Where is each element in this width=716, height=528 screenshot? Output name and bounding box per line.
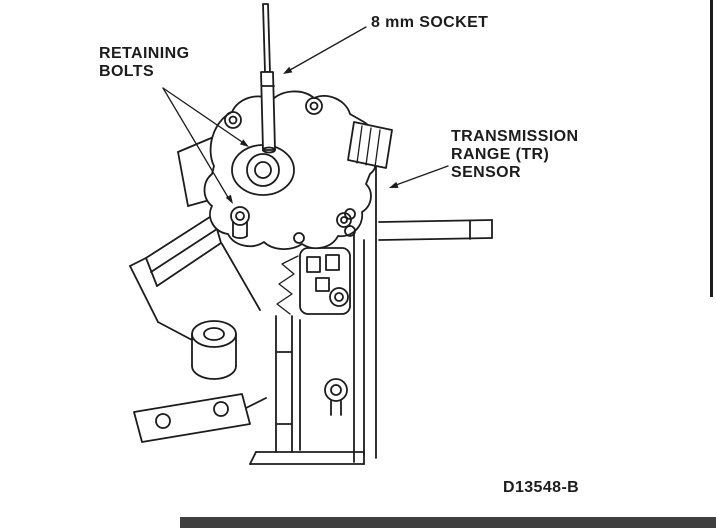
retaining-bolts-leaders bbox=[162, 87, 249, 204]
right-edge-line bbox=[710, 0, 713, 297]
figure-id-text: D13548-B bbox=[503, 479, 580, 496]
mounting-bracket bbox=[133, 393, 267, 443]
threaded-boss bbox=[191, 320, 237, 380]
electrical-connector bbox=[276, 247, 351, 315]
label-8mm-socket: 8 mm SOCKET bbox=[371, 14, 489, 31]
label-retaining-bolts: RETAINING BOLTS bbox=[99, 45, 190, 80]
tr-sensor-arrow bbox=[389, 165, 449, 188]
label-tr-sensor: TRANSMISSION RANGE (TR) SENSOR bbox=[451, 128, 579, 181]
bottom-bar bbox=[180, 517, 716, 528]
retaining-bolt-lower bbox=[230, 206, 250, 239]
socket-extension bbox=[260, 3, 276, 154]
transmission-case-lines bbox=[129, 121, 493, 465]
socket-arrow bbox=[283, 26, 367, 74]
rail-bolt bbox=[324, 378, 348, 416]
